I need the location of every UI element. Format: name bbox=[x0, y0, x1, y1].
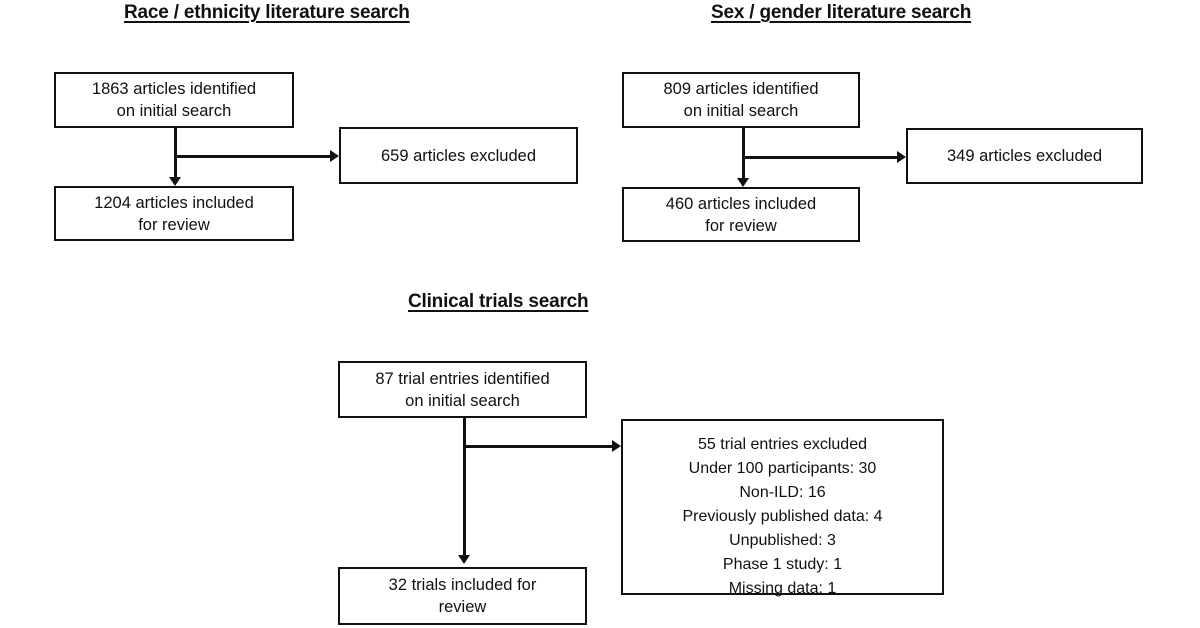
arrowhead-trials-down-icon bbox=[458, 555, 470, 564]
box-race-identified: 1863 articles identified on initial sear… bbox=[54, 72, 294, 128]
arrowhead-race-down-icon bbox=[169, 177, 181, 186]
connector-race-vertical bbox=[174, 128, 177, 181]
arrowhead-trials-right-icon bbox=[612, 440, 621, 452]
connector-sex-vertical bbox=[742, 128, 745, 182]
box-trials-identified-text: 87 trial entries identified on initial s… bbox=[375, 369, 550, 410]
box-sex-identified: 809 articles identified on initial searc… bbox=[622, 72, 860, 128]
box-race-identified-text: 1863 articles identified on initial sear… bbox=[91, 80, 257, 120]
box-sex-included-text: 460 articles included for review bbox=[665, 194, 817, 235]
box-race-excluded: 659 articles excluded bbox=[339, 127, 578, 184]
arrowhead-sex-right-icon bbox=[897, 151, 906, 163]
box-trials-excluded-text: 55 trial entries excluded Under 100 part… bbox=[682, 436, 883, 597]
connector-sex-horizontal bbox=[742, 156, 897, 159]
section-title-race-ethnicity: Race / ethnicity literature search bbox=[124, 2, 410, 23]
box-trials-excluded: 55 trial entries excluded Under 100 part… bbox=[621, 419, 944, 597]
box-sex-excluded-text: 349 articles excluded bbox=[946, 147, 1102, 165]
box-sex-excluded: 349 articles excluded bbox=[906, 128, 1143, 184]
box-race-excluded-text: 659 articles excluded bbox=[380, 146, 536, 165]
section-title-clinical-trials: Clinical trials search bbox=[408, 291, 589, 312]
connector-trials-vertical bbox=[463, 418, 466, 558]
box-sex-included: 460 articles included for review bbox=[622, 187, 860, 242]
box-trials-included: 32 trials included for review bbox=[338, 567, 587, 625]
box-trials-identified: 87 trial entries identified on initial s… bbox=[338, 361, 587, 418]
section-title-sex-gender: Sex / gender literature search bbox=[711, 2, 972, 23]
connector-trials-horizontal bbox=[463, 445, 612, 448]
connector-race-horizontal bbox=[174, 155, 330, 158]
arrowhead-race-right-icon bbox=[330, 150, 339, 162]
arrowhead-sex-down-icon bbox=[737, 178, 749, 187]
box-race-included-text: 1204 articles included for review bbox=[94, 193, 254, 234]
box-race-included: 1204 articles included for review bbox=[54, 186, 294, 241]
box-trials-included-text: 32 trials included for review bbox=[388, 576, 537, 616]
box-sex-identified-text: 809 articles identified on initial searc… bbox=[663, 80, 819, 120]
